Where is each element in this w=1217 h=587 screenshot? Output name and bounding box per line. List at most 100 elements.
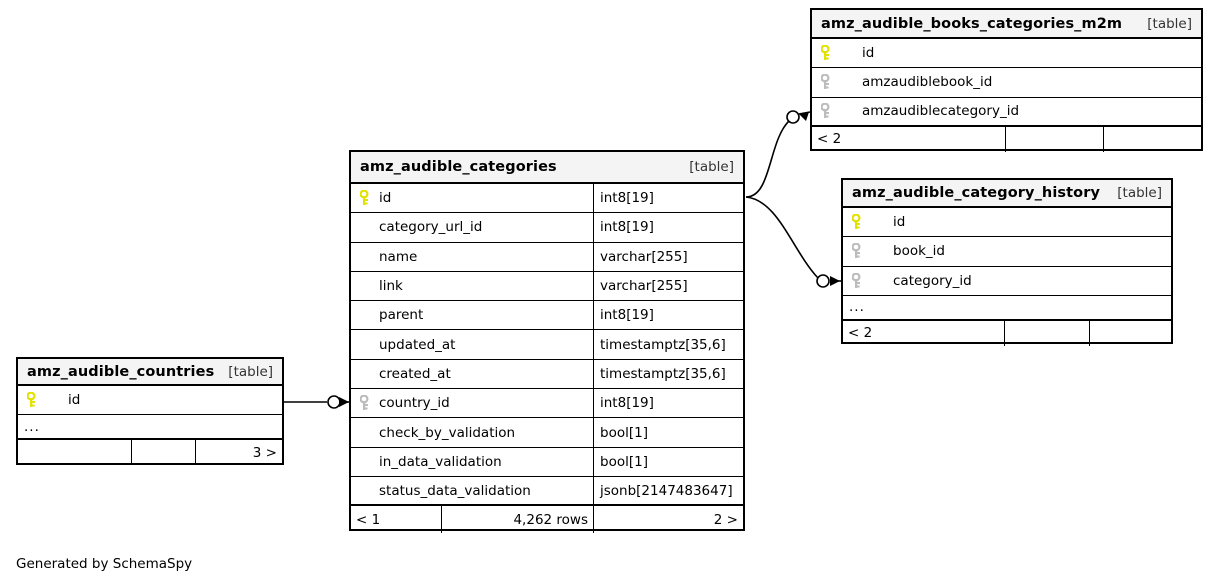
- table-row[interactable]: id: [843, 208, 1171, 238]
- column-name: id: [862, 45, 875, 62]
- table-row[interactable]: id int8[19]: [351, 184, 743, 214]
- table-amz-audible-countries[interactable]: amz_audible_countries [table] id ... 3 >: [16, 357, 284, 465]
- footer-next-page[interactable]: 3 >: [195, 440, 282, 465]
- column-name: name: [379, 248, 418, 265]
- column-name-cell: amzaudiblebook_id: [812, 68, 1201, 96]
- table-title: amz_audible_category_history: [852, 185, 1101, 201]
- table-row[interactable]: check_by_validation bool[1]: [351, 418, 743, 448]
- table-row[interactable]: link varchar[255]: [351, 271, 743, 302]
- column-name: check_by_validation: [379, 424, 516, 441]
- table-amz-audible-categories[interactable]: amz_audible_categories [table] id int8[1…: [349, 150, 745, 534]
- column-name: updated_at: [379, 336, 456, 353]
- table-title: amz_audible_countries: [27, 363, 215, 380]
- column-name-cell: category_url_id: [351, 213, 593, 241]
- table-row[interactable]: updated_at timestamptz[35,6]: [351, 330, 743, 360]
- column-name: amzaudiblecategory_id: [862, 103, 1020, 120]
- more-columns-ellipsis: ...: [843, 296, 1171, 321]
- table-row[interactable]: id: [812, 39, 1201, 69]
- foreign-key-icon: [357, 395, 373, 411]
- table-row[interactable]: status_data_validation jsonb[2147483647]: [351, 476, 743, 507]
- relationship-categories-to-m2m: [745, 110, 811, 198]
- column-name: amzaudiblebook_id: [862, 74, 993, 91]
- primary-key-icon: [24, 392, 40, 408]
- crowsfoot-arrow: [830, 276, 840, 286]
- table-footer: 3 >: [18, 440, 282, 465]
- table-type-tag: [table]: [689, 159, 734, 175]
- crowsfoot-circle: [327, 395, 341, 409]
- table-row[interactable]: id: [18, 386, 282, 415]
- relationship-categories-to-history: [745, 196, 841, 288]
- more-columns-ellipsis: ...: [18, 415, 282, 440]
- column-name: country_id: [379, 395, 450, 412]
- column-type: int8[19]: [593, 301, 743, 330]
- column-name-cell: status_data_validation: [351, 477, 593, 504]
- footer-next-page[interactable]: [1089, 320, 1171, 346]
- crowsfoot-arrow: [799, 112, 809, 121]
- footer-prev-page[interactable]: < 1: [356, 511, 381, 528]
- table-row[interactable]: amzaudiblecategory_id: [812, 98, 1201, 127]
- column-name-cell: parent: [351, 301, 593, 329]
- table-row[interactable]: in_data_validation bool[1]: [351, 447, 743, 477]
- table-type-tag: [table]: [228, 363, 274, 380]
- crowsfoot-circle: [786, 110, 800, 124]
- table-row[interactable]: parent int8[19]: [351, 301, 743, 331]
- footer-row-count: [131, 440, 195, 465]
- column-type: int8[19]: [593, 213, 743, 242]
- foreign-key-icon: [818, 74, 834, 90]
- crowsfoot-arrow: [339, 397, 349, 407]
- column-name-cell: id: [843, 208, 1171, 236]
- column-type: bool[1]: [593, 447, 743, 476]
- column-name-cell: id: [351, 184, 593, 212]
- table-row[interactable]: book_id: [843, 237, 1171, 267]
- footer-row-count: 4,262 rows: [441, 506, 593, 534]
- primary-key-icon: [818, 45, 834, 61]
- footer-next-page[interactable]: 2 >: [593, 506, 743, 534]
- table-type-tag: [table]: [1147, 15, 1192, 32]
- table-row[interactable]: category_url_id int8[19]: [351, 213, 743, 243]
- table-amz-audible-category-history[interactable]: amz_audible_category_history [table] id …: [841, 178, 1173, 346]
- footer-row-count: [1005, 126, 1103, 152]
- column-name-cell: name: [351, 243, 593, 271]
- table-title: amz_audible_books_categories_m2m: [821, 15, 1123, 32]
- column-type: int8[19]: [593, 184, 743, 213]
- column-name-cell: created_at: [351, 360, 593, 388]
- relationship-countries-to-categories: [284, 395, 350, 409]
- table-title: amz_audible_categories: [360, 159, 557, 175]
- column-type: varchar[255]: [593, 242, 743, 271]
- footer-prev-page[interactable]: [18, 440, 131, 465]
- column-name-cell: check_by_validation: [351, 418, 593, 446]
- column-name-cell: id: [18, 386, 282, 414]
- column-name: in_data_validation: [379, 453, 502, 470]
- column-name-cell: in_data_validation: [351, 448, 593, 476]
- column-type: jsonb[2147483647]: [593, 476, 743, 505]
- column-name-cell: updated_at: [351, 330, 593, 358]
- column-name: parent: [379, 307, 424, 324]
- column-name-cell: amzaudiblecategory_id: [812, 98, 1201, 125]
- column-name: category_url_id: [379, 219, 483, 236]
- table-footer: < 1 4,262 rows 2 >: [351, 506, 743, 534]
- table-row[interactable]: amzaudiblebook_id: [812, 68, 1201, 98]
- table-row[interactable]: category_id: [843, 267, 1171, 296]
- table-header: amz_audible_categories [table]: [351, 152, 743, 184]
- foreign-key-icon: [849, 243, 865, 259]
- footer-prev-page[interactable]: < 2: [817, 131, 842, 148]
- column-name: created_at: [379, 365, 451, 382]
- footer-prev-page[interactable]: < 2: [848, 325, 873, 342]
- footer-next-page[interactable]: [1103, 126, 1201, 152]
- primary-key-icon: [357, 190, 373, 206]
- column-type: int8[19]: [593, 389, 743, 418]
- column-type: timestamptz[35,6]: [593, 359, 743, 389]
- column-name-cell: category_id: [843, 267, 1171, 295]
- crowsfoot-circle: [816, 274, 830, 288]
- table-row[interactable]: name varchar[255]: [351, 242, 743, 272]
- column-name: id: [893, 214, 906, 231]
- table-amz-audible-books-categories-m2m[interactable]: amz_audible_books_categories_m2m [table]…: [810, 8, 1203, 152]
- column-name-cell: link: [351, 272, 593, 300]
- footer-row-count: [1004, 320, 1089, 346]
- table-row[interactable]: country_id int8[19]: [351, 389, 743, 419]
- table-header: amz_audible_category_history [table]: [843, 180, 1171, 208]
- table-header: amz_audible_books_categories_m2m [table]: [812, 10, 1201, 39]
- column-name: id: [68, 392, 81, 408]
- table-row[interactable]: created_at timestamptz[35,6]: [351, 359, 743, 390]
